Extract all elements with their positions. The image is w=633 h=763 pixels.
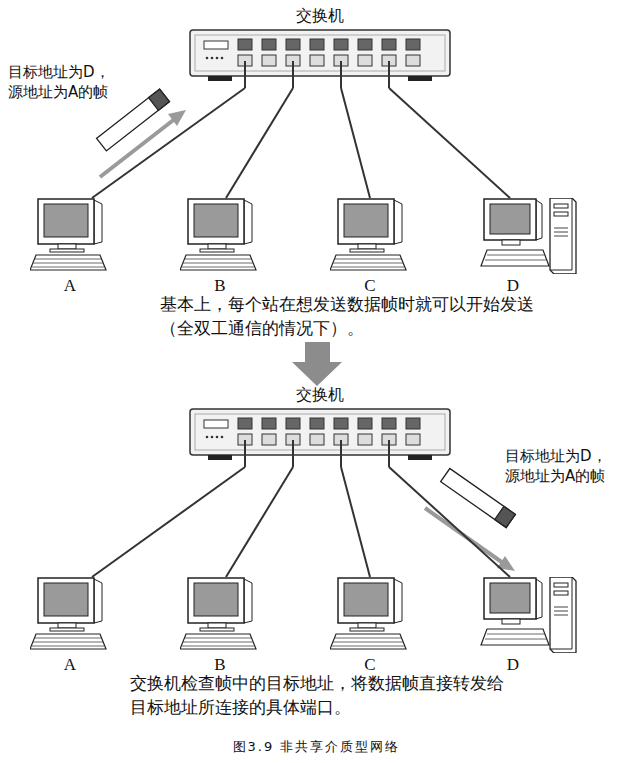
computer-icon [330,577,410,653]
frame-send [97,89,186,177]
station-label: A [30,276,110,296]
device-title: 交换机 [188,385,452,407]
network-cable [226,467,293,577]
computer-icon [480,577,580,653]
computer-node: A [30,577,110,675]
computer-icon [30,577,110,653]
description: 基本上，每个站在想发送数据帧时就可以开始发送 （全双工通信的情况下）。 [160,292,544,340]
station-label: C [330,655,410,675]
description: 交换机检查帧中的目标地址，将数据帧直接转发给 目标地址所连接的具体端口。 [130,671,514,719]
switch-node: 交换机 [188,385,452,467]
station-label: D [480,276,546,296]
computer-icon [180,198,260,274]
frame-icon [441,469,516,528]
network-cable [92,467,245,577]
station-label: B [180,276,260,296]
frame-note: 目标地址为D， 源地址为A的帧 [505,446,611,486]
frame-forward [425,469,515,571]
figure-caption: 图3.9 非共享介质型网络 [0,738,633,756]
computer-icon [330,198,410,274]
switch-icon [188,407,452,467]
computer-node: C [330,198,410,296]
arrow-head [168,110,186,126]
device-title: 交换机 [188,6,452,28]
computer-node: D [480,198,580,296]
network-cable [389,88,510,198]
station-label: C [330,276,410,296]
computer-icon [480,198,580,274]
frame-note: 目标地址为D， 源地址为A的帧 [8,62,114,102]
step-arrow [292,342,342,386]
station-label: B [180,655,260,675]
network-cable [341,467,370,577]
switch-node: 交换机 [188,6,452,88]
station-label: A [30,655,110,675]
network-cable [389,467,510,577]
switch-icon [188,28,452,88]
computer-node: C [330,577,410,675]
computer-node: B [180,198,260,296]
network-cable [226,88,293,198]
computer-icon [30,198,110,274]
computer-node: B [180,577,260,675]
network-cable [341,88,370,198]
computer-icon [180,577,260,653]
network-cable [92,88,245,198]
station-label: D [480,655,546,675]
computer-node: A [30,198,110,296]
computer-node: D [480,577,580,675]
